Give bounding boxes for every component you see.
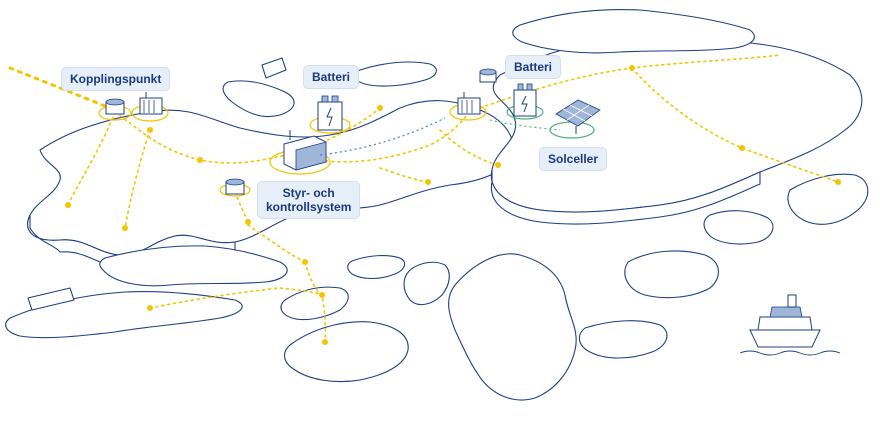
label-batteri-1: Batteri (304, 66, 359, 88)
container-icon (283, 130, 327, 171)
island-east-1 (624, 250, 719, 299)
tank-icon (105, 98, 125, 115)
label-kopplingspunkt: Kopplingspunkt (62, 68, 170, 90)
island-west-small (27, 287, 75, 311)
route-13 (149, 287, 323, 309)
label-solceller: Solceller (540, 148, 607, 170)
control-link (319, 117, 446, 156)
route-nodes (65, 65, 841, 345)
island-main-west (27, 100, 514, 256)
transformer-icon (457, 92, 481, 115)
label-styr-line-1: Styr- och (282, 186, 335, 200)
island-south-7 (578, 320, 668, 359)
island-north-east (512, 8, 755, 54)
route-8 (631, 67, 839, 183)
route-7 (631, 54, 781, 69)
island-south-5 (347, 255, 406, 280)
island-south-3 (280, 286, 349, 321)
island-south-large (448, 253, 577, 401)
transformer-icon (139, 92, 163, 115)
island-south-2 (5, 291, 243, 339)
battery-icon (317, 95, 343, 131)
solar-panel-icon (555, 99, 601, 134)
label-batteri-2: Batteri (506, 56, 561, 78)
route-12 (247, 224, 306, 263)
ship-icon (739, 294, 841, 356)
island-south-6 (403, 261, 450, 306)
label-styr-line-2: kontrollsystem (266, 200, 352, 214)
island-south-4 (284, 321, 409, 383)
battery-icon (513, 83, 537, 117)
route-9 (439, 129, 499, 166)
island-east-3 (787, 173, 869, 225)
island-north-2 (353, 61, 437, 87)
tank-icon (225, 178, 245, 195)
island-east-2 (703, 210, 774, 245)
island-north-1 (222, 80, 295, 118)
tank-icon (479, 68, 497, 83)
island-south-1 (99, 245, 288, 287)
route-6 (479, 67, 633, 109)
island-main-east-edge (490, 169, 761, 225)
solar-link (489, 119, 561, 131)
route-3 (124, 129, 151, 229)
island-north-3 (261, 57, 287, 79)
route-4 (299, 107, 381, 153)
label-styr-och-kontrollsystem: Styr- och kontrollsystem (258, 182, 360, 218)
route-2 (67, 111, 116, 206)
